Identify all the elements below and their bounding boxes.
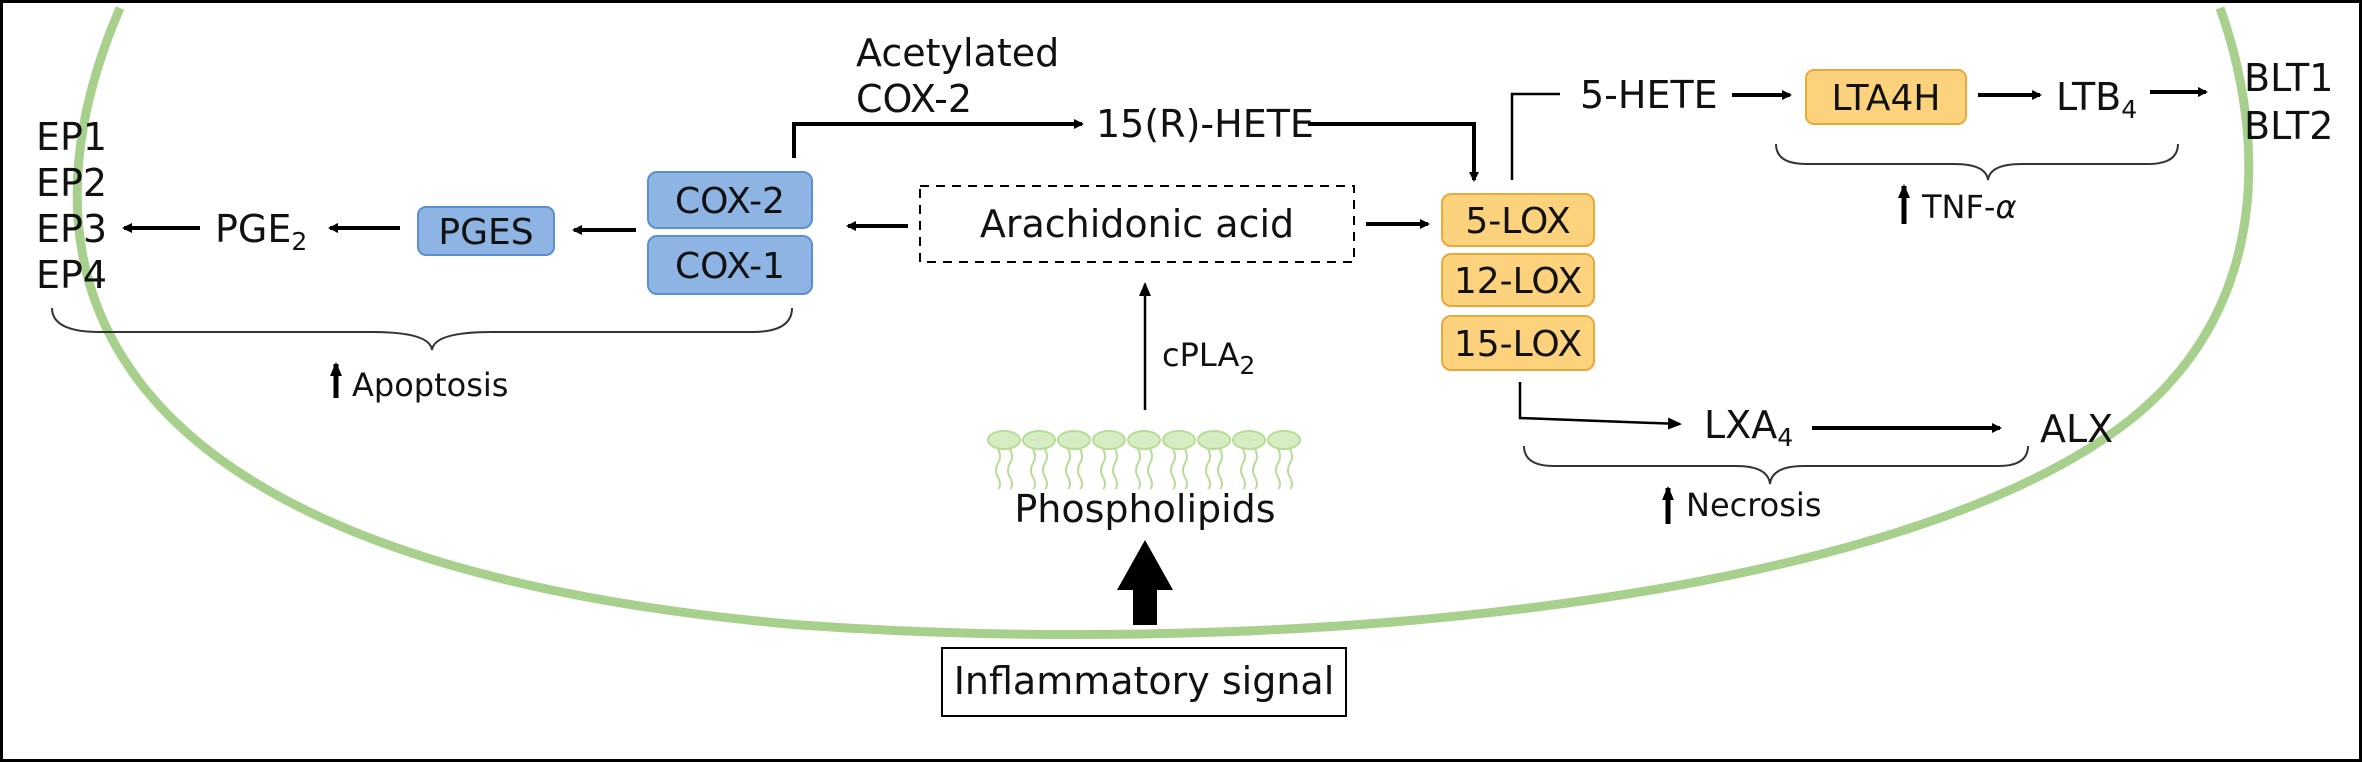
- hete15r-to-lox-arrow: [1308, 122, 1479, 182]
- blt2-label: BLT2: [2244, 104, 2333, 148]
- pge2-label: PGE2: [215, 207, 307, 256]
- cox2-box: [647, 171, 813, 229]
- phospholipid-molecule: [1232, 430, 1266, 490]
- phospholipid-molecule: [1162, 430, 1196, 490]
- ep-receptor-label: EP4: [36, 253, 107, 297]
- cell-membrane: [72, 6, 2254, 640]
- phospholipids-label: Phospholipids: [1014, 487, 1275, 531]
- phospholipid-layer: [987, 430, 1301, 490]
- lox12-label: 12-LOX: [1454, 261, 1582, 302]
- ep-receptor-label: EP1: [36, 115, 107, 159]
- ep-receptor-label: EP3: [36, 207, 107, 251]
- phospholipid-molecule: [987, 430, 1021, 490]
- lox5-label: 5-LOX: [1465, 201, 1570, 242]
- arachidonic-acid-box: [919, 185, 1355, 263]
- cox1-label: COX-1: [675, 246, 785, 287]
- hete15r-label: 15(R)-HETE: [1096, 102, 1314, 146]
- cox1-box: [647, 235, 813, 295]
- pges-label: PGES: [438, 212, 533, 253]
- phospholipid-molecule: [1057, 430, 1091, 490]
- ltb4-label: LTB4: [2056, 75, 2137, 124]
- pges-box: [417, 206, 555, 256]
- phospholipid-molecule: [1092, 430, 1126, 490]
- lxa4-label: LXA4: [1704, 403, 1793, 452]
- phospholipid-molecule: [1267, 430, 1301, 490]
- necrosis-label: Necrosis: [1686, 486, 1821, 524]
- acetylated-label-line1: Acetylated: [856, 31, 1059, 75]
- cox2-label: COX-2: [675, 181, 785, 222]
- lox-to-5hete-line: [1510, 92, 1560, 180]
- arachidonic-acid-label: Arachidonic acid: [980, 202, 1294, 246]
- phospholipid-molecule: [1197, 430, 1231, 490]
- lta4h-label: LTA4H: [1832, 78, 1941, 119]
- lox15-box: [1441, 315, 1595, 371]
- blt1-label: BLT1: [2244, 56, 2333, 100]
- acetylated-label-line2: COX-2: [856, 77, 972, 121]
- apoptosis-label: Apoptosis: [352, 366, 508, 404]
- inflammatory-signal-box: [941, 647, 1347, 717]
- phospholipid-molecule: [1127, 430, 1161, 490]
- inflammatory-signal-label: Inflammatory signal: [954, 659, 1335, 703]
- phospholipid-molecule: [1022, 430, 1056, 490]
- apoptosis-brace: [51, 307, 793, 351]
- tnf-brace: [1775, 143, 2179, 181]
- inflammatory-big-arrow: [1117, 540, 1173, 625]
- alx-label: ALX: [2040, 407, 2113, 451]
- lta4h-box: [1805, 69, 1967, 125]
- lox12-box: [1441, 253, 1595, 307]
- hete5-label: 5-HETE: [1580, 73, 1718, 117]
- lox15-label: 15-LOX: [1454, 324, 1582, 365]
- cpla2-label: cPLA2: [1162, 336, 1255, 380]
- ep-receptor-label: EP2: [36, 161, 107, 205]
- lox5-box: [1441, 193, 1595, 247]
- necrosis-brace: [1523, 445, 2029, 485]
- acetylated-cox2-arrow: [792, 119, 1084, 158]
- lox-to-lxa4-arrow: [1518, 382, 1682, 430]
- tnf-label: TNF-α: [1921, 188, 2017, 226]
